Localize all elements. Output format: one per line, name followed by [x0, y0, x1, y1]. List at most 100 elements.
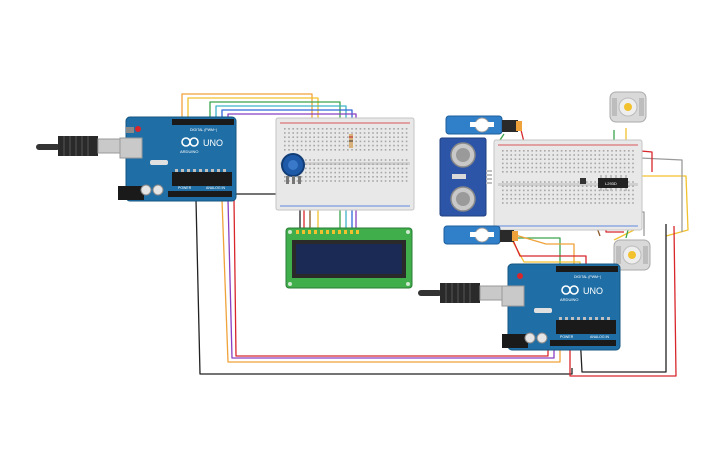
breadboard-hole[interactable]: [539, 158, 542, 160]
breadboard-hole[interactable]: [577, 158, 580, 160]
breadboard-hole[interactable]: [326, 136, 328, 138]
breadboard-hole[interactable]: [535, 198, 538, 200]
breadboard-hole[interactable]: [359, 136, 362, 138]
breadboard-hole[interactable]: [309, 167, 311, 170]
breadboard-hole[interactable]: [288, 144, 290, 147]
breadboard-hole[interactable]: [313, 176, 315, 178]
breadboard-hole[interactable]: [573, 185, 575, 187]
breadboard-hole[interactable]: [628, 154, 630, 156]
breadboard-hole[interactable]: [527, 171, 529, 173]
breadboard-hole[interactable]: [338, 163, 341, 165]
breadboard-hole[interactable]: [342, 136, 345, 138]
breadboard-hole[interactable]: [317, 140, 320, 143]
breadboard-hole[interactable]: [632, 158, 634, 160]
breadboard-hole[interactable]: [288, 140, 290, 143]
breadboard-hole[interactable]: [334, 128, 336, 130]
breadboard-hole[interactable]: [573, 154, 575, 156]
breadboard-hole[interactable]: [347, 167, 349, 170]
breadboard-hole[interactable]: [594, 150, 596, 152]
breadboard-hole[interactable]: [384, 136, 387, 138]
breadboard-hole[interactable]: [527, 189, 529, 192]
breadboard-hole[interactable]: [313, 149, 315, 151]
breadboard-hole[interactable]: [368, 140, 370, 143]
breadboard-hole[interactable]: [523, 198, 525, 200]
breadboard-hole[interactable]: [330, 128, 332, 130]
breadboard-hole[interactable]: [351, 171, 353, 174]
breadboard-hole[interactable]: [632, 171, 634, 173]
breadboard-hole[interactable]: [397, 163, 399, 165]
breadboard-hole[interactable]: [363, 163, 366, 165]
breadboard-hole[interactable]: [535, 166, 538, 169]
breadboard-hole[interactable]: [368, 176, 370, 178]
breadboard-hole[interactable]: [368, 128, 370, 130]
breadboard-hole[interactable]: [397, 136, 399, 138]
breadboard-hole[interactable]: [586, 185, 588, 187]
breadboard-hole[interactable]: [284, 149, 286, 151]
breadboard-hole[interactable]: [552, 150, 554, 152]
breadboard-hole[interactable]: [623, 189, 626, 192]
breadboard-hole[interactable]: [389, 176, 391, 178]
breadboard-hole[interactable]: [577, 166, 580, 169]
breadboard-hole[interactable]: [384, 128, 387, 130]
breadboard-hole[interactable]: [376, 140, 378, 143]
breadboard-hole[interactable]: [514, 154, 517, 156]
breadboard-hole[interactable]: [334, 180, 336, 182]
breadboard-hole[interactable]: [590, 162, 592, 165]
breadboard-hole[interactable]: [590, 171, 592, 173]
breadboard-hole[interactable]: [535, 158, 538, 160]
breadboard-hole[interactable]: [321, 140, 324, 143]
breadboard-hole[interactable]: [623, 202, 626, 204]
breadboard-hole[interactable]: [288, 128, 290, 130]
breadboard-hole[interactable]: [539, 154, 542, 156]
breadboard-hole[interactable]: [623, 193, 626, 196]
breadboard-hole[interactable]: [502, 202, 504, 204]
breadboard-hole[interactable]: [359, 167, 362, 170]
breadboard-hole[interactable]: [330, 180, 332, 182]
breadboard-hole[interactable]: [565, 202, 567, 204]
breadboard-hole[interactable]: [397, 132, 399, 134]
breadboard-hole[interactable]: [560, 150, 563, 152]
breadboard-hole[interactable]: [569, 158, 571, 160]
breadboard-hole[interactable]: [514, 181, 517, 183]
breadboard-hole[interactable]: [309, 180, 311, 182]
breadboard-hole[interactable]: [531, 150, 533, 152]
breadboard-hole[interactable]: [531, 193, 533, 196]
breadboard-hole[interactable]: [313, 180, 315, 182]
breadboard-hole[interactable]: [539, 198, 542, 200]
breadboard-hole[interactable]: [628, 198, 630, 200]
breadboard-hole[interactable]: [535, 162, 538, 165]
wire-orange-servo[interactable]: [511, 233, 575, 268]
breadboard-hole[interactable]: [523, 162, 525, 165]
breadboard-hole[interactable]: [548, 181, 550, 183]
breadboard-hole[interactable]: [368, 149, 370, 151]
breadboard-hole[interactable]: [552, 166, 554, 169]
breadboard-hole[interactable]: [506, 150, 508, 152]
breadboard-hole[interactable]: [384, 163, 387, 165]
breadboard-hole[interactable]: [573, 193, 575, 196]
breadboard-hole[interactable]: [351, 159, 353, 161]
breadboard-hole[interactable]: [523, 154, 525, 156]
breadboard-hole[interactable]: [535, 150, 538, 152]
breadboard-hole[interactable]: [372, 171, 374, 174]
breadboard-hole[interactable]: [397, 167, 399, 170]
breadboard-hole[interactable]: [372, 159, 374, 161]
breadboard-hole[interactable]: [288, 149, 290, 151]
breadboard-hole[interactable]: [401, 159, 404, 161]
breadboard-hole[interactable]: [535, 202, 538, 204]
breadboard-hole[interactable]: [619, 193, 622, 196]
breadboard-hole[interactable]: [321, 144, 324, 147]
breadboard-hole[interactable]: [384, 176, 387, 178]
breadboard-hole[interactable]: [556, 171, 559, 173]
breadboard-hole[interactable]: [611, 162, 613, 165]
breadboard-hole[interactable]: [590, 158, 592, 160]
breadboard-hole[interactable]: [502, 181, 504, 183]
breadboard-hole[interactable]: [317, 136, 320, 138]
breadboard-hole[interactable]: [544, 181, 546, 183]
breadboard-hole[interactable]: [506, 181, 508, 183]
breadboard-hole[interactable]: [393, 176, 395, 178]
breadboard-right[interactable]: [493, 139, 643, 231]
breadboard-hole[interactable]: [368, 136, 370, 138]
breadboard-hole[interactable]: [510, 181, 512, 183]
breadboard-hole[interactable]: [602, 154, 605, 156]
breadboard-hole[interactable]: [296, 128, 299, 130]
